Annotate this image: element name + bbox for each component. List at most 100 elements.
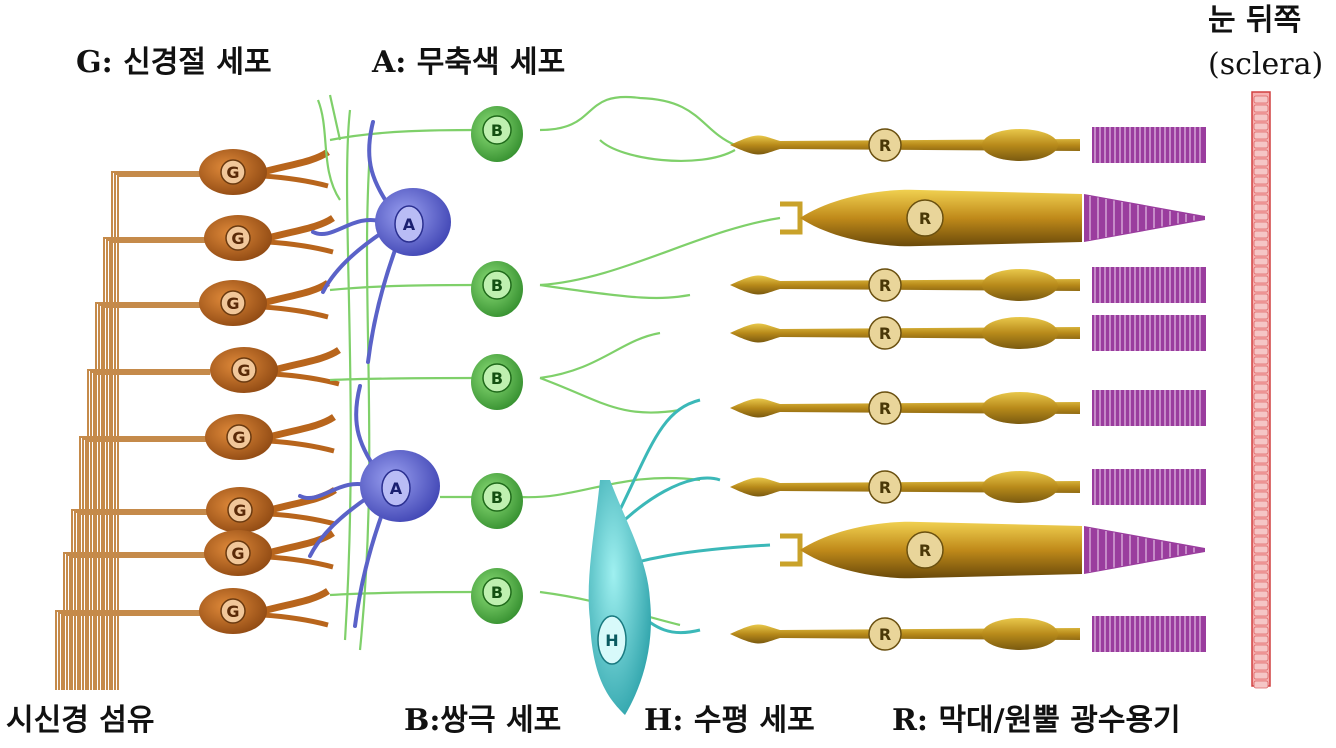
- bipolar-cell: B: [471, 568, 523, 624]
- cone-outer-segment: [1084, 194, 1205, 242]
- label-receptors: R: 막대/원뿔 광수용기: [892, 703, 1181, 738]
- bipolar-letter: B: [491, 276, 503, 295]
- sclera-cell: [1253, 446, 1269, 455]
- receptor-letter: R: [879, 478, 891, 497]
- optic-fiber: [85, 440, 210, 690]
- ganglion-dendrite: [262, 280, 330, 307]
- rod-ellipsoid: [982, 618, 1058, 650]
- ganglion-nucleus: [231, 357, 257, 383]
- horizontal-nucleus: [597, 615, 627, 665]
- sclera-cell: [1253, 185, 1269, 194]
- sclera-cell: [1253, 356, 1269, 365]
- bipolar-cell: B: [471, 261, 523, 317]
- sclera-cell: [1253, 347, 1269, 356]
- sclera-cell: [1253, 518, 1269, 527]
- optic-fiber: [63, 552, 210, 690]
- amacrine-letter: A: [390, 479, 403, 498]
- sclera-cell: [1253, 176, 1269, 185]
- sclera-cell: [1253, 536, 1269, 545]
- bipolar-dendrite: [329, 376, 479, 382]
- sclera-cell: [1253, 428, 1269, 437]
- sclera-cell: [1253, 644, 1269, 653]
- ganglion-nucleus: [227, 497, 253, 523]
- sclera-cell: [1253, 293, 1269, 302]
- cone-terminal: [780, 533, 803, 567]
- bipolar-dendrite: [539, 216, 781, 287]
- sclera-cell: [1253, 158, 1269, 167]
- optic-fiber: [111, 171, 210, 690]
- amacrine-cell: A: [311, 120, 451, 364]
- ganglion-letter: G: [226, 602, 239, 621]
- sclera-cell: [1253, 563, 1269, 572]
- bipolar-nucleus: [482, 577, 512, 607]
- sclera-cell: [1253, 104, 1269, 113]
- bipolar-dendrite: [329, 128, 479, 142]
- sclera-cell: [1253, 320, 1269, 329]
- rod-outer-segment: [1092, 127, 1206, 163]
- sclera-cell: [1253, 482, 1269, 491]
- rod-outer-segment: [1092, 390, 1206, 426]
- optic-fiber: [58, 612, 210, 690]
- bipolar-cell: B: [471, 354, 523, 410]
- optic-fiber: [55, 610, 210, 690]
- sclera-cell: [1253, 284, 1269, 293]
- ganglion-dendrite: [268, 438, 335, 454]
- sclera-cell: [1253, 329, 1269, 338]
- rod-nucleus: [868, 128, 902, 162]
- amacrine-process: [298, 482, 372, 500]
- ganglion-nucleus: [220, 159, 246, 185]
- sclera-cell: [1253, 626, 1269, 635]
- ganglion-dendrite: [262, 173, 329, 189]
- label-ganglion: G: 신경절 세포: [76, 45, 272, 80]
- sclera-cell: [1253, 365, 1269, 374]
- receptor-letter: R: [879, 399, 891, 418]
- ganglion-letter: G: [232, 428, 245, 447]
- rod-photoreceptor: R: [730, 315, 1206, 351]
- optic-nerve-fibers: [55, 171, 210, 690]
- sclera-cell: [1253, 635, 1269, 644]
- sclera-cell: [1253, 464, 1269, 473]
- sclera-cell: [1253, 509, 1269, 518]
- amacrine-process: [308, 494, 372, 558]
- sclera-cell: [1253, 266, 1269, 275]
- ganglion-cell: G: [206, 487, 337, 533]
- amacrine-process: [311, 218, 385, 236]
- rod-outer-segment: [1092, 616, 1206, 652]
- optic-fiber: [79, 436, 210, 690]
- sclera-cell: [1253, 167, 1269, 176]
- optic-fiber: [93, 373, 210, 690]
- amacrine-process: [321, 230, 385, 294]
- sclera-cell: [1253, 473, 1269, 482]
- bipolar-letter: B: [491, 121, 503, 140]
- sclera-cell: [1253, 212, 1269, 221]
- bipolar-nucleus: [482, 270, 512, 300]
- bipolar-dendrite: [539, 95, 736, 147]
- cone-outer-segment: [1084, 526, 1205, 574]
- optic-fiber: [77, 513, 210, 690]
- sclera-cell: [1253, 671, 1269, 680]
- amacrine-process: [353, 504, 387, 628]
- sclera-cell: [1253, 383, 1269, 392]
- ganglion-dendrite: [262, 588, 330, 615]
- ganglion-cell: G: [204, 530, 335, 576]
- horizontal-cell-body-group: H: [588, 480, 651, 715]
- sclera-cell: [1253, 149, 1269, 158]
- sclera-cell: [1253, 113, 1269, 122]
- ganglion-nucleus: [220, 598, 246, 624]
- label-bipolar: B:쌍극 세포: [404, 703, 562, 738]
- ganglion-cell: G: [199, 280, 330, 326]
- sclera-cell: [1253, 680, 1269, 689]
- cone-photoreceptor: R: [780, 521, 1205, 579]
- bipolar-dendrite: [599, 139, 736, 163]
- horizontal-cell: H: [588, 480, 651, 715]
- sclera-cell: [1253, 653, 1269, 662]
- optic-fiber: [98, 304, 210, 690]
- ganglion-dendrite: [268, 414, 336, 441]
- amacrine-nucleus: [381, 469, 411, 507]
- ganglion-letter: G: [226, 163, 239, 182]
- ganglion-dendrite: [273, 347, 341, 374]
- rod-outer-segment: [1092, 315, 1206, 351]
- ganglion-letter: G: [233, 501, 246, 520]
